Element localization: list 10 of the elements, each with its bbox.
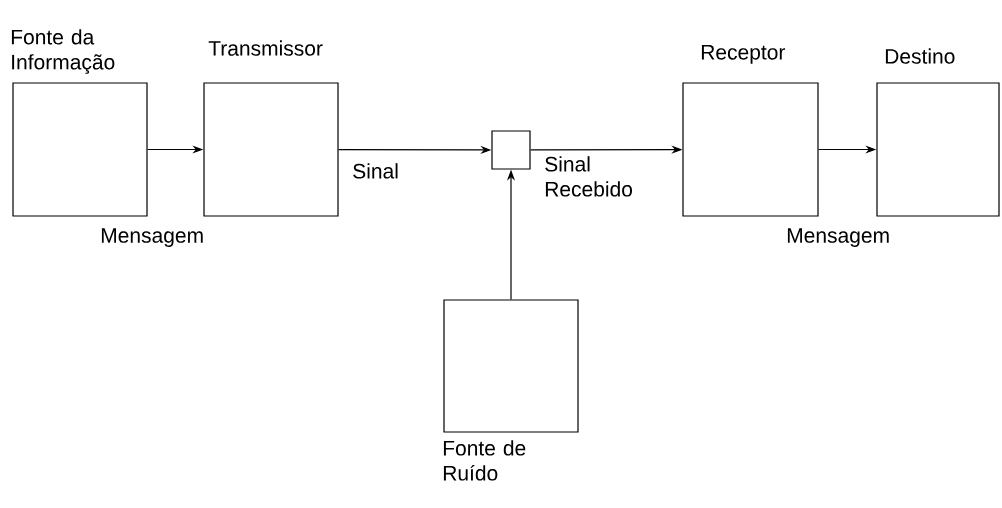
block-heading: Receptor	[701, 45, 786, 64]
block-heading: Fonte de Ruído	[443, 440, 526, 481]
block-heading: Fonte da Informação	[11, 29, 115, 74]
edge-label: Sinal Recebido	[545, 156, 632, 197]
edge-label: Mensagem	[101, 228, 203, 247]
edge-label: Mensagem	[787, 228, 889, 247]
block-heading: Transmissor	[208, 40, 323, 56]
edge-label: Sinal	[353, 163, 398, 179]
block-heading: Destino	[885, 48, 955, 64]
junction-box	[491, 130, 531, 170]
